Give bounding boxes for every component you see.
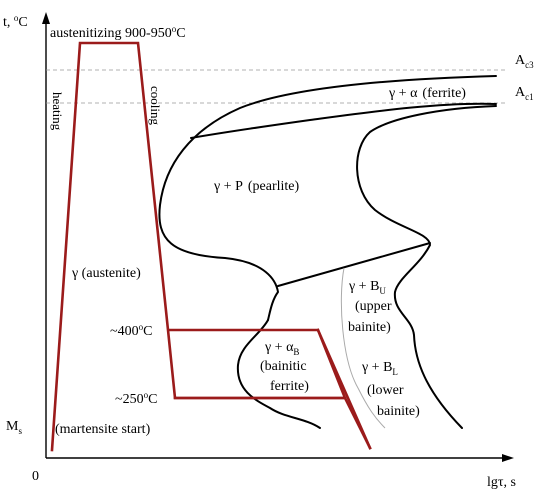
pearlite-bainite-boundary	[277, 242, 431, 287]
heating-label: heating	[50, 92, 65, 131]
ac1-label: Ac1	[515, 85, 534, 102]
bainitic-ferrite-line1: (bainitic	[260, 359, 307, 374]
heat-treatment-path	[50, 41, 372, 452]
quench-to-ms	[316, 328, 372, 450]
origin-label: 0	[32, 469, 39, 484]
austenitizing-label: austenitizing 900-950oC	[50, 24, 186, 41]
bainite-curve	[236, 319, 321, 429]
ferrite-finish-curve	[190, 102, 497, 139]
lower-bainite-line1: (lower	[367, 383, 404, 398]
upper-bainite-symbol: γ + BU	[348, 279, 386, 296]
y-axis-label: t, oC	[3, 13, 28, 30]
bainitic-ferrite-line2: ferrite)	[270, 379, 309, 394]
upper-lower-bainite-divider	[340, 267, 386, 429]
upper-bainite-line1: (upper	[355, 299, 392, 314]
t250-label: ~250oC	[115, 390, 157, 407]
austenite-region-label: γ (austenite)	[71, 266, 141, 281]
ms-description: (martensite start)	[55, 422, 151, 437]
ac3-label: Ac3	[515, 53, 534, 70]
lower-bainite-symbol: γ + BL	[361, 360, 398, 377]
upper-bainite-line2: bainite)	[348, 320, 391, 335]
ferrite-region-label: γ + α(ferrite)	[388, 86, 466, 101]
t400-label: ~400oC	[110, 322, 152, 339]
x-axis-arrow	[502, 454, 514, 462]
pearlite-region-label: γ + P(pearlite)	[213, 179, 300, 194]
cooling-label: cooling	[148, 86, 163, 125]
y-axis-arrow	[42, 12, 50, 24]
ferrite-start-curve	[158, 75, 497, 321]
pearlite-finish-curve	[356, 105, 497, 429]
lower-bainite-line2: bainite)	[377, 404, 420, 419]
x-axis-label: lgτ, s	[487, 475, 516, 490]
bainitic-ferrite-symbol: γ + αB	[264, 340, 299, 357]
ms-label: Ms	[6, 419, 22, 436]
